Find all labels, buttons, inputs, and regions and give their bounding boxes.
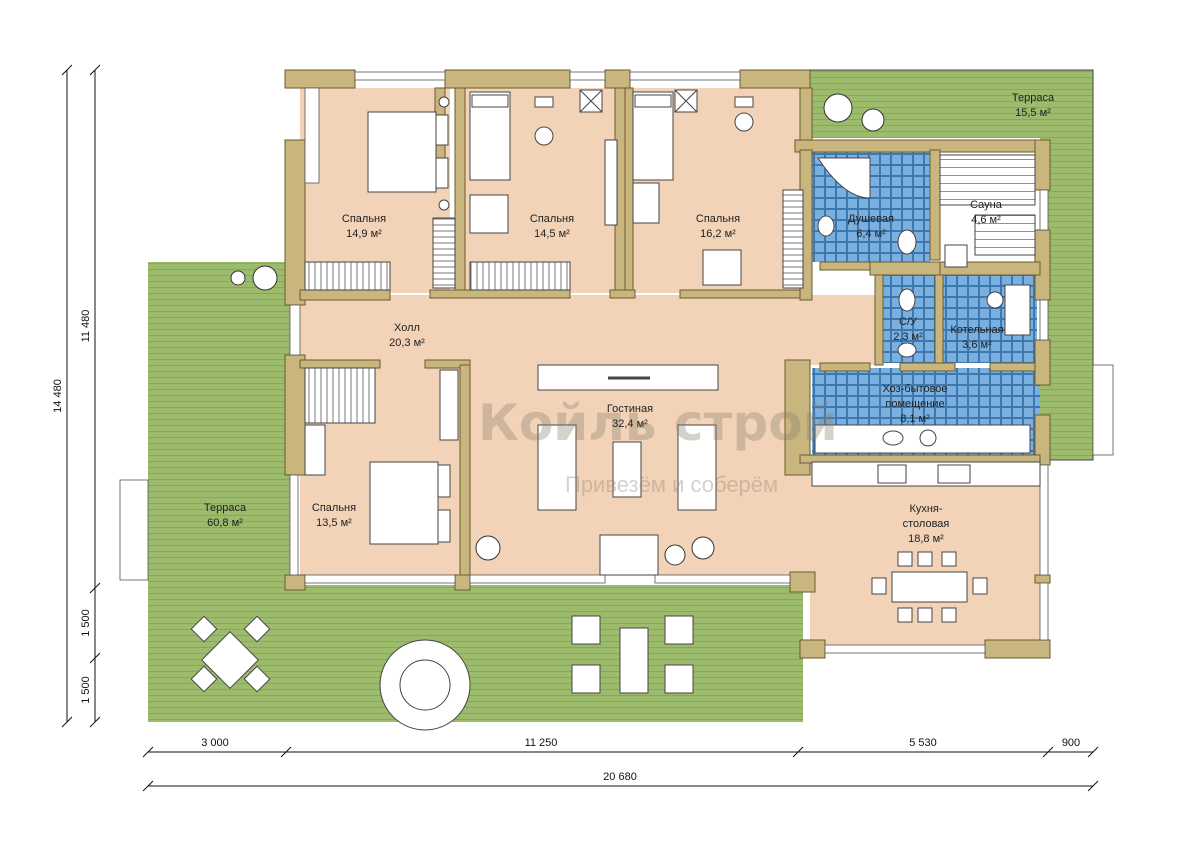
room-area-bedroom2: 14,5 м²: [534, 228, 570, 240]
room-label-terrace-small: Терраса: [1012, 92, 1055, 104]
bed-icon: [367, 111, 437, 193]
floor-hall: [290, 295, 880, 365]
sink-icon: [897, 342, 917, 358]
room-label-bedroom1: Спальня: [342, 213, 386, 225]
room-label-kitchen-1: Кухня-: [909, 503, 942, 515]
plants: [230, 93, 885, 566]
room-label-wc: С/У: [899, 316, 918, 328]
wardrobe-icon: [439, 369, 459, 441]
room-area-utility: 8,1 м²: [900, 413, 930, 425]
wardrobe-icon: [304, 424, 326, 476]
dim-bottom-2: 11 250: [525, 737, 558, 749]
sauna-stove-icon: [944, 244, 968, 268]
room-label-living: Гостиная: [607, 403, 653, 415]
watermark-brand: Койль строй: [478, 394, 838, 452]
chair-icon: [469, 194, 509, 234]
room-area-bedroom4: 13,5 м²: [316, 517, 352, 529]
coffee-table-icon: [612, 441, 642, 498]
chair-icon: [702, 249, 742, 286]
room-label-bedroom3: Спальня: [696, 213, 740, 225]
room-label-utility-1: Хоз-бытовое: [882, 383, 947, 395]
sauna-bench-icon: [974, 214, 1036, 256]
room-area-bedroom1: 14,9 м²: [346, 228, 382, 240]
shower-cabin-icon: [817, 157, 871, 199]
room-area-wc: 2,3 м²: [893, 331, 923, 343]
wardrobe-icon: [782, 189, 804, 289]
room-area-living: 32,4 м²: [612, 418, 648, 430]
wardrobe-icon: [469, 261, 571, 291]
room-area-shower: 6,4 м²: [856, 228, 886, 240]
sauna-bench-icon: [939, 154, 1036, 206]
dim-bottom-4: 900: [1062, 737, 1080, 749]
wardrobe-icon: [304, 261, 391, 291]
plant-icon: [475, 535, 501, 561]
fireplace-icon: [599, 534, 659, 576]
plant-icon: [861, 108, 885, 132]
dim-left-total: 14 480: [52, 379, 64, 413]
room-area-terrace-small: 15,5 м²: [1015, 107, 1051, 119]
room-label-utility-2: помещение: [885, 398, 944, 410]
dim-bottom-3: 5 530: [909, 737, 937, 749]
windows: [119, 71, 1114, 654]
dim-bottom-total: 20 680: [603, 771, 637, 783]
office-chair-icon: [734, 112, 754, 132]
room-area-sauna: 4,6 м²: [971, 214, 1001, 226]
kitchen-counter-icon: [811, 461, 1041, 487]
room-area-terrace-big: 60,8 м²: [207, 517, 243, 529]
room-label-kitchen-2: столовая: [903, 518, 950, 530]
boiler-icon: [1004, 284, 1031, 336]
room-label-bedroom4: Спальня: [312, 502, 356, 514]
plant-icon: [823, 93, 853, 123]
room-label-shower: Душевая: [848, 213, 894, 225]
wardrobe-icon: [604, 139, 618, 226]
watermark: Койль строй Привезём и соберём: [478, 394, 838, 497]
terrace-dining-table-icon: [619, 627, 649, 694]
wardrobe-icon: [632, 182, 660, 224]
terrace-front-deck: [148, 585, 803, 722]
toilet-icon: [898, 288, 916, 312]
terrace-table-icon: [201, 631, 259, 689]
wardrobe-icon: [432, 217, 456, 289]
room-area-kitchen: 18,8 м²: [908, 533, 944, 545]
room-label-boiler: Котельная: [950, 324, 1003, 336]
dim-bottom-1: 3 000: [201, 737, 229, 749]
dimension-labels: 3 000 11 250 5 530 900 20 680 11 480 1 5…: [52, 310, 1080, 783]
room-labels: Спальня 14,9 м² Спальня 14,5 м² Спальня …: [204, 92, 1055, 545]
walls: [284, 69, 1051, 659]
dining-table-icon: [891, 571, 968, 603]
terraces: [148, 69, 1094, 722]
room-label-hall: Холл: [394, 322, 420, 334]
toilet-icon: [897, 229, 917, 255]
sofa-icon: [537, 424, 577, 511]
plant-icon: [691, 536, 715, 560]
room-label-bedroom2: Спальня: [530, 213, 574, 225]
plant-icon: [252, 265, 278, 291]
room-label-sauna: Сауна: [970, 199, 1003, 211]
room-area-bedroom3: 16,2 м²: [700, 228, 736, 240]
room-area-hall: 20,3 м²: [389, 337, 425, 349]
bed-icon: [369, 461, 439, 545]
plant-icon: [664, 544, 686, 566]
plant-icon: [230, 270, 246, 286]
dim-left-3: 1 500: [80, 676, 92, 704]
furniture: [190, 89, 1041, 731]
room-area-boiler: 3,6 м²: [962, 339, 992, 351]
dim-left-1: 11 480: [80, 310, 92, 343]
sink-icon: [817, 215, 835, 237]
room-label-terrace-big: Терраса: [204, 502, 247, 514]
sofa-icon: [677, 424, 717, 511]
dim-left-2: 1 500: [80, 609, 92, 637]
tree-icon: [379, 639, 471, 731]
wardrobe-icon: [304, 367, 376, 424]
office-chair-icon: [534, 126, 554, 146]
dimensions: [61, 64, 1099, 792]
watermark-slogan: Привезём и соберём: [565, 472, 778, 497]
